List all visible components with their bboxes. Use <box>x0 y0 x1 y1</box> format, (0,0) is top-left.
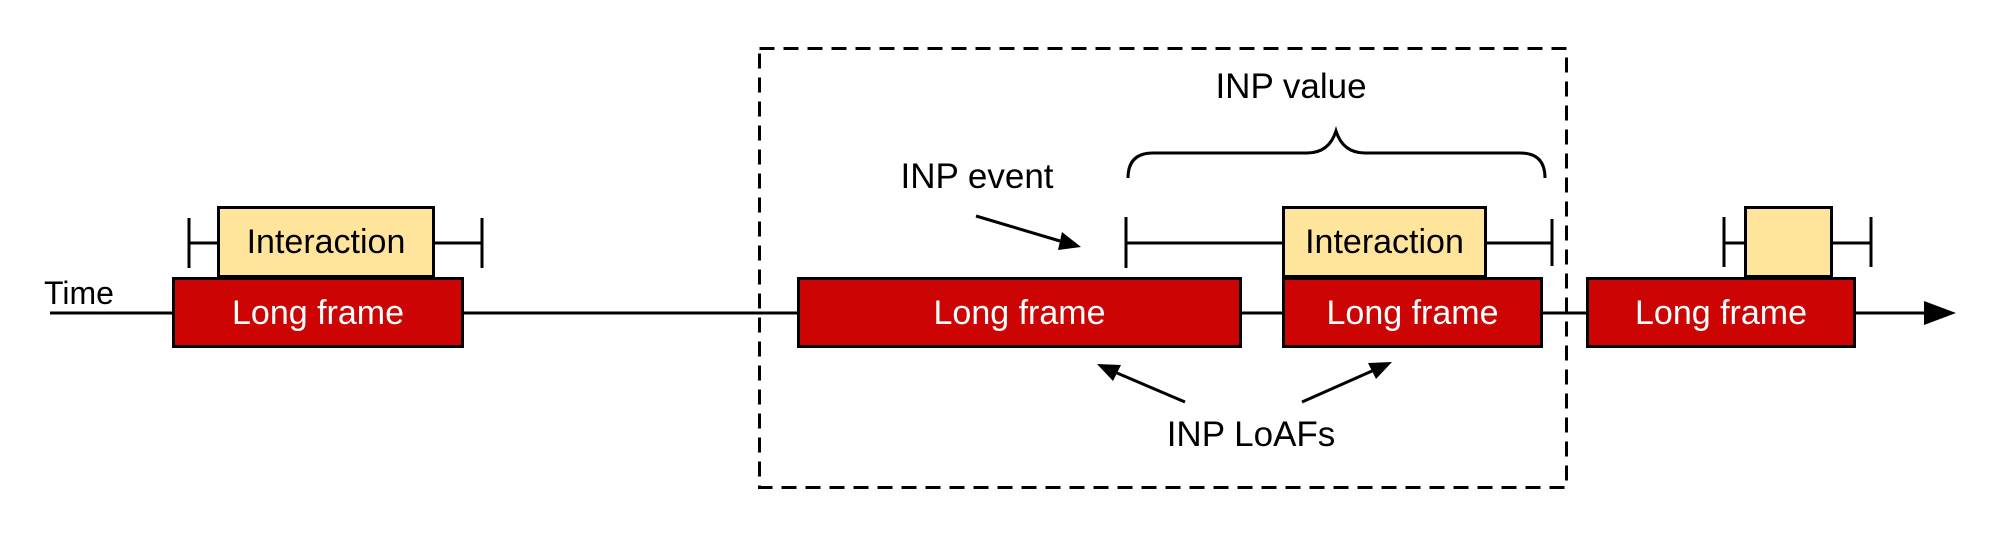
interaction-range-marker-2 <box>1124 217 1554 268</box>
long-frame-bar-2: Long frame <box>797 277 1242 348</box>
arrow-shaft <box>1301 369 1373 404</box>
timeline-arrowhead-icon <box>1924 301 1956 325</box>
long-frame-bar-3: Long frame <box>1282 277 1543 348</box>
interaction-range-marker-1 <box>187 218 484 268</box>
inp-loafs-arrow-left <box>1097 364 1186 404</box>
inp-event-label: INP event <box>900 157 1054 196</box>
interaction-box-2: Interaction <box>1282 206 1487 278</box>
inp-value-label: INP value <box>1215 67 1367 106</box>
interaction-box-3 <box>1744 206 1833 278</box>
inp-value-brace <box>1126 126 1547 179</box>
interaction-label: Interaction <box>246 223 406 261</box>
long-frame-bar-4: Long frame <box>1586 277 1856 348</box>
time-axis-label: Time <box>44 275 114 311</box>
inp-loafs-arrow-right <box>1301 362 1392 404</box>
long-frame-label: Long frame <box>1326 293 1499 332</box>
arrowhead-icon <box>1368 362 1392 379</box>
long-frame-label: Long frame <box>933 293 1106 332</box>
interaction-box-1: Interaction <box>217 206 435 278</box>
interaction-label: Interaction <box>1305 223 1464 261</box>
long-frame-label: Long frame <box>1635 293 1807 332</box>
interaction-range-marker-3 <box>1722 217 1873 267</box>
arrow-shaft <box>1116 371 1186 404</box>
arrowhead-icon <box>1058 232 1081 250</box>
arrowhead-icon <box>1097 364 1121 381</box>
inp-loafs-label: INP LoAFs <box>1166 415 1336 454</box>
arrow-shaft <box>975 214 1061 243</box>
long-frame-bar-1: Long frame <box>172 277 464 348</box>
long-frame-label: Long frame <box>232 293 404 332</box>
inp-event-arrow <box>975 214 1081 250</box>
